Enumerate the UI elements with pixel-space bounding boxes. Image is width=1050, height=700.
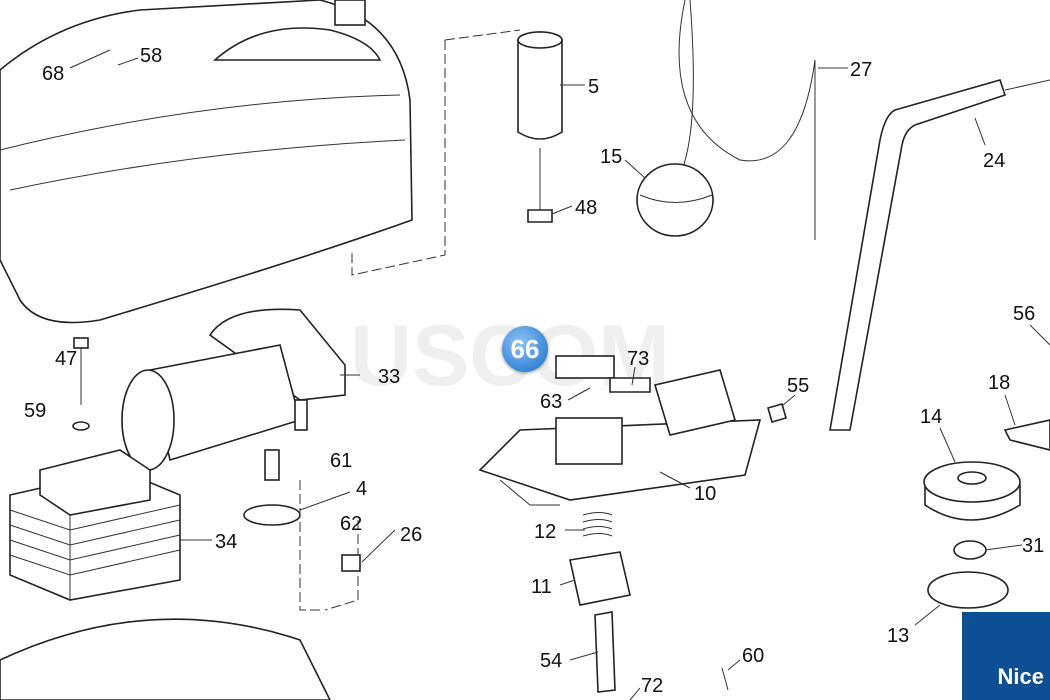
label-72: 72	[641, 675, 663, 697]
part-4-washer	[243, 504, 301, 526]
label-13: 13	[887, 625, 909, 647]
cover-housing	[0, 0, 413, 324]
part-31-bearing	[953, 540, 987, 560]
part-10-board	[478, 369, 762, 506]
label-55: 55	[787, 375, 809, 397]
label-15: 15	[600, 146, 622, 168]
nice-brand-logo: Nice	[962, 612, 1050, 700]
label-68: 68	[42, 63, 64, 85]
highlighted-part-badge[interactable]: 66	[502, 326, 548, 372]
label-4: 4	[356, 478, 367, 500]
label-59: 59	[24, 400, 46, 422]
label-61: 61	[330, 450, 352, 472]
part-11-block	[569, 551, 631, 606]
part-5-sleeve	[517, 31, 563, 223]
label-56: 56	[1013, 303, 1035, 325]
part-34-transformer	[9, 449, 181, 601]
label-12: 12	[534, 521, 556, 543]
label-10: 10	[694, 483, 716, 505]
part-73-pin	[609, 377, 651, 393]
part-54-shaft	[594, 611, 616, 693]
part-47-screw	[72, 337, 90, 431]
leader-lines	[69, 49, 1050, 700]
label-18: 18	[988, 372, 1010, 394]
label-73: 73	[627, 348, 649, 370]
label-24: 24	[983, 150, 1005, 172]
part-labels: 68 58 5 27 24 15 48 47 33 59 73 63 55 56…	[24, 45, 1044, 697]
label-48: 48	[575, 197, 597, 219]
label-14: 14	[920, 406, 942, 428]
label-60: 60	[742, 645, 764, 667]
label-63: 63	[540, 391, 562, 413]
part-66-clip	[555, 355, 615, 379]
part-33-motor	[121, 308, 346, 481]
part-24-bracket	[829, 79, 1050, 431]
brand-logo-text: Nice	[997, 664, 1044, 689]
part-55-nut	[767, 403, 787, 423]
part-60-screw	[721, 667, 729, 691]
label-54: 54	[540, 650, 562, 672]
part-12-spring	[582, 512, 613, 537]
label-47: 47	[55, 348, 77, 370]
part-26-clip	[341, 554, 361, 572]
label-5: 5	[588, 76, 599, 98]
label-31: 31	[1022, 535, 1044, 557]
label-58: 58	[140, 45, 162, 67]
base-plate	[0, 618, 331, 700]
label-34: 34	[215, 531, 237, 553]
label-62: 62	[340, 513, 362, 535]
part-15-float	[636, 0, 816, 240]
part-18-plate	[1003, 419, 1050, 451]
label-33: 33	[378, 366, 400, 388]
label-11: 11	[531, 576, 552, 598]
part-14-pulley	[923, 461, 1021, 521]
part-13-disc	[927, 571, 1009, 609]
label-27: 27	[850, 59, 872, 81]
label-26: 26	[400, 524, 422, 546]
